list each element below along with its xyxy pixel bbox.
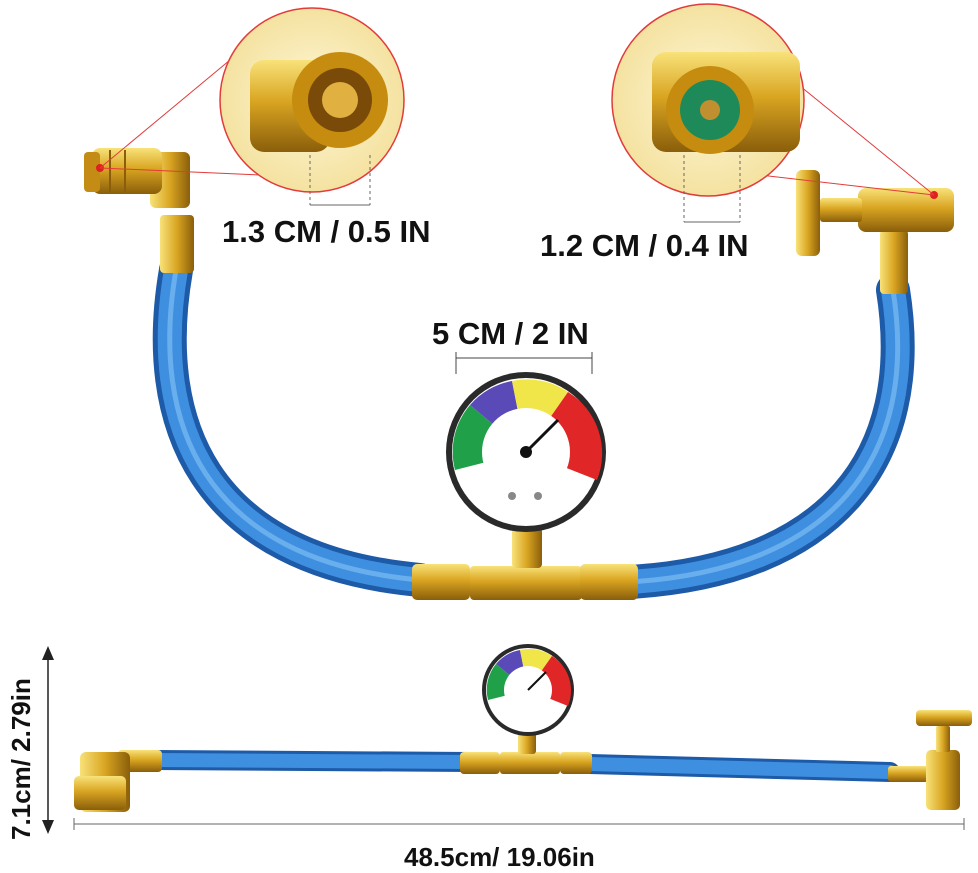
hose-straight: [144, 750, 900, 782]
coupler-right-dimension: 1.2 CM / 0.4 IN: [540, 228, 749, 263]
total-length-label: 48.5cm/ 19.06in: [404, 842, 595, 872]
quick-coupler-icon: [84, 148, 194, 273]
hose-right-upper: [613, 273, 915, 599]
gauge-diameter-label: 5 CM / 2 IN: [432, 316, 589, 351]
quick-coupler-icon-small: [74, 750, 162, 812]
height-arrow-icon: [42, 646, 54, 834]
pressure-gauge-icon: [412, 372, 638, 600]
valve-handle-icon-small: [888, 710, 972, 810]
height-label: 7.1cm/ 2.79in: [6, 678, 36, 840]
coupler-left-closeup: [99, 7, 405, 206]
hose-left-upper: [152, 253, 437, 597]
coupler-right-closeup: [611, 3, 935, 223]
valve-handle-icon: [796, 170, 954, 294]
length-arrow-icon: [73, 818, 965, 830]
pressure-gauge-icon-small: [460, 644, 592, 774]
coupler-left-dimension: 1.3 CM / 0.5 IN: [222, 214, 431, 249]
gauge-width-marker: [455, 352, 593, 374]
